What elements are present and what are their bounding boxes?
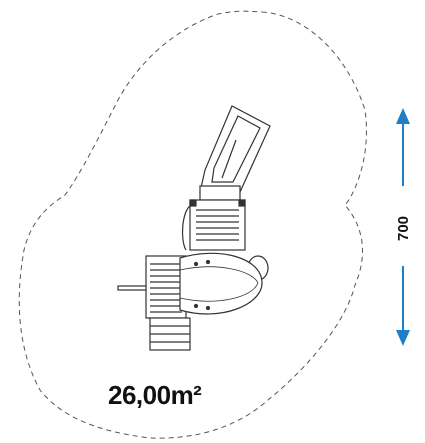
upper-platform-post-right (238, 199, 246, 207)
upper-platform-deck (189, 199, 246, 251)
area-label: 26,00m² (108, 380, 202, 410)
side-bar (117, 285, 147, 291)
upper-platform (181, 199, 246, 251)
safety-zone-outline (18, 10, 367, 439)
dimension-label-text: 700 (395, 215, 413, 241)
slide-chute-inner (211, 115, 261, 183)
dimension-arrow (396, 108, 410, 346)
dimension-arrow-down-icon (396, 330, 410, 346)
slide (199, 105, 271, 201)
dimension-arrow-up-icon (396, 108, 410, 124)
lower-tower-deck (145, 255, 187, 319)
dimension-label: 700 (392, 208, 416, 248)
lower-tower (117, 255, 191, 351)
slide-centerline (221, 139, 237, 179)
roof-shell (179, 252, 263, 315)
slide-exit (199, 185, 241, 201)
dome-roof (179, 252, 269, 315)
upper-platform-post-left (189, 199, 197, 207)
